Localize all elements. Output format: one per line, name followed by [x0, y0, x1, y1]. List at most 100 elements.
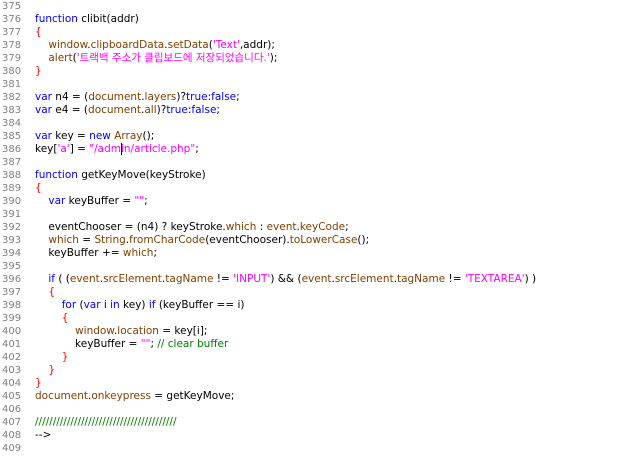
line-number: 395: [2, 261, 22, 272]
code-token: [35, 286, 48, 298]
code-line[interactable]: 389{: [0, 182, 623, 195]
line-number: 398: [2, 300, 22, 311]
code-token: [35, 351, 62, 363]
code-line[interactable]: 387: [0, 156, 623, 169]
line-number: 380: [2, 66, 22, 77]
code-token: [35, 52, 48, 64]
code-token: false: [211, 91, 237, 103]
line-number: 396: [2, 274, 22, 285]
code-token: [35, 195, 48, 207]
code-token: function: [35, 13, 78, 25]
code-line[interactable]: 391: [0, 208, 623, 221]
code-token: true: [186, 91, 208, 103]
code-token: key): [119, 299, 149, 311]
line-number: 376: [2, 14, 22, 25]
code-line[interactable]: 398 for (var i in key) if (keyBuffer == …: [0, 299, 623, 312]
code-line[interactable]: 405 document.onkeypress = getKeyMove;: [0, 390, 623, 403]
code-token: [35, 312, 62, 324]
code-token: alert: [48, 52, 73, 64]
code-line[interactable]: 400 window.location = key[i];: [0, 325, 623, 338]
code-line[interactable]: 395: [0, 260, 623, 273]
code-token: // clear buffer: [157, 338, 229, 350]
code-line[interactable]: 393 which = String.fromCharCode(eventCho…: [0, 234, 623, 247]
code-line[interactable]: 399 {: [0, 312, 623, 325]
line-code: var e4 = (document.all)?true:false;: [35, 104, 220, 117]
code-token: eventChooser = (n4) ? keyStroke.: [35, 221, 226, 233]
code-line[interactable]: 402 }: [0, 351, 623, 364]
code-line[interactable]: 381: [0, 78, 623, 91]
code-line[interactable]: 409: [0, 442, 623, 455]
code-line[interactable]: 392 eventChooser = (n4) ? keyStroke.whic…: [0, 221, 623, 234]
line-number: 403: [2, 365, 22, 376]
code-line[interactable]: 384: [0, 117, 623, 130]
line-number: 375: [2, 1, 22, 12]
line-code: }: [35, 351, 69, 364]
code-line[interactable]: 404}: [0, 377, 623, 390]
line-code: var n4 = (document.layers)?true:false;: [35, 91, 240, 104]
line-code: window.location = key[i];: [35, 325, 207, 338]
code-token: var: [48, 195, 66, 207]
code-line[interactable]: 397 {: [0, 286, 623, 299]
code-token: keyBuffer =: [65, 195, 135, 207]
code-token: [35, 273, 48, 285]
code-token: ();: [357, 234, 370, 246]
code-token: ////////////////////////////////////////: [35, 416, 177, 428]
code-token: all: [144, 104, 157, 116]
line-code: }: [35, 364, 55, 377]
code-token: = getKeyMove;: [150, 390, 235, 402]
code-token: keyBuffer +=: [35, 247, 123, 259]
code-token: layers: [144, 91, 177, 103]
line-number: 381: [2, 79, 22, 90]
code-token: which: [122, 247, 154, 259]
code-line[interactable]: 401 keyBuffer = ""; // clear buffer: [0, 338, 623, 351]
code-token: !=: [445, 273, 465, 285]
code-token: ;: [236, 91, 240, 103]
code-line[interactable]: 379 alert('트랙백 주소가 클립보드에 저장되었습니다.');: [0, 52, 623, 65]
code-token: [35, 39, 48, 51]
code-token: 'INPUT': [233, 273, 271, 285]
code-token: .: [99, 273, 104, 285]
line-code: {: [35, 182, 42, 195]
line-code: function clibit(addr): [35, 13, 139, 26]
code-token: )?: [176, 91, 187, 103]
code-line[interactable]: 390 var keyBuffer = "";: [0, 195, 623, 208]
code-line[interactable]: 380}: [0, 65, 623, 78]
line-number: 378: [2, 40, 22, 51]
code-token: n4 = (: [51, 91, 89, 103]
code-token: {: [48, 286, 56, 298]
line-code: document.onkeypress = getKeyMove;: [35, 390, 234, 403]
line-number: 388: [2, 170, 22, 181]
code-line[interactable]: 407/////////////////////////////////////…: [0, 416, 623, 429]
code-line[interactable]: 394 keyBuffer += which;: [0, 247, 623, 260]
code-line[interactable]: 375: [0, 0, 623, 13]
line-number: 385: [2, 131, 22, 142]
line-number: 405: [2, 391, 22, 402]
code-token: which: [48, 234, 79, 246]
code-line[interactable]: 378 window.clipboardData.setData('Text',…: [0, 39, 623, 52]
code-token: var: [35, 130, 52, 142]
line-code: {: [35, 26, 42, 39]
code-token: (: [76, 299, 84, 311]
code-line[interactable]: 376 function clibit(addr): [0, 13, 623, 26]
code-line[interactable]: 406: [0, 403, 623, 416]
code-token: document: [88, 91, 142, 103]
code-token: new: [89, 130, 111, 142]
line-number: 391: [2, 209, 22, 220]
code-line[interactable]: 403 }: [0, 364, 623, 377]
line-number: 404: [2, 378, 22, 389]
code-line[interactable]: 396 if ( (event.srcElement.tagName != 'I…: [0, 273, 623, 286]
code-token: .: [393, 273, 397, 285]
code-token: :: [207, 91, 212, 103]
code-line[interactable]: 377{: [0, 26, 623, 39]
code-token: e4 = (: [51, 104, 89, 116]
code-line[interactable]: 408-->: [0, 429, 623, 442]
code-token: toLowerCase: [289, 234, 358, 246]
code-token: (keyBuffer == i): [155, 299, 245, 311]
